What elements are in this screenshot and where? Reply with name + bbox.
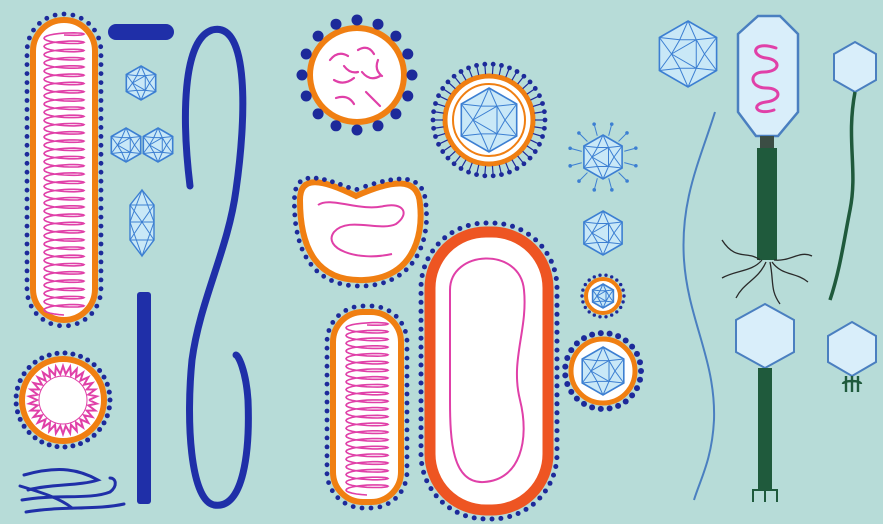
bacilliform-virus-icon: [419, 221, 560, 522]
bacilliform-virus-envelope: [430, 232, 548, 510]
phage-tail: [758, 368, 772, 490]
capsid-facets: [143, 128, 172, 162]
phage-short-tail: [843, 376, 861, 392]
round-virus-envelope: [22, 359, 104, 441]
bean-virus-envelope: [300, 182, 421, 280]
icosahedron-icon: [126, 66, 155, 100]
rod-virus-envelope: [33, 20, 95, 320]
capsid-facets: [126, 66, 155, 100]
phage-tail: [757, 148, 777, 260]
rod-icon: [108, 24, 174, 40]
round-virus-icon: [297, 15, 418, 136]
rod-virus-icon: [25, 12, 104, 329]
phage-head: [834, 42, 876, 92]
round-virus-envelope: [310, 28, 404, 122]
bullet-virus-icon: [325, 304, 410, 511]
phage-head: [738, 16, 798, 136]
capsid-facets: [111, 128, 140, 162]
phage-collar: [760, 136, 774, 148]
rod-icon: [137, 292, 151, 504]
capsid-facets: [593, 284, 614, 308]
